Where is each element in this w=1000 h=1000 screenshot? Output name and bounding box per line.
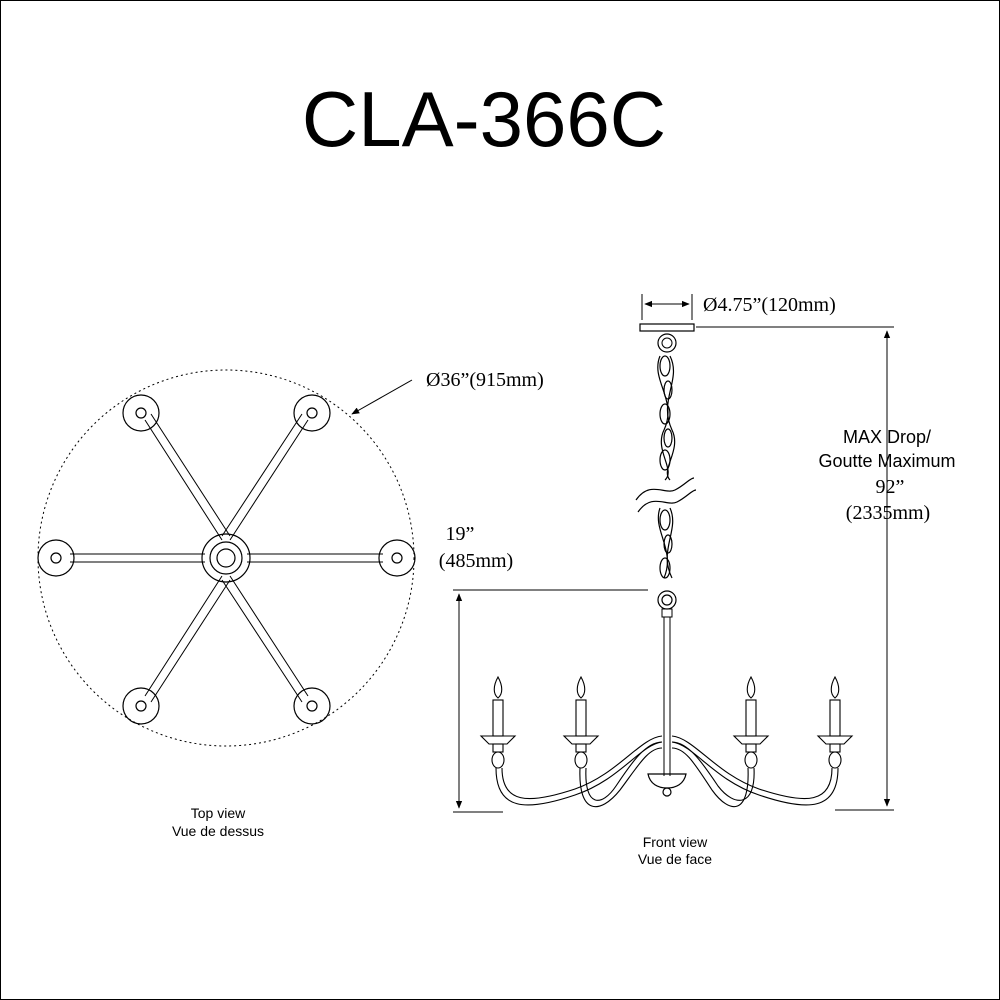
- candle-cup: [732, 675, 770, 769]
- max-drop-inches: 92”: [876, 476, 905, 498]
- top-view-cup: [293, 687, 331, 725]
- top-view-cup: [122, 394, 160, 432]
- model-title: CLA-366C: [302, 75, 666, 163]
- chain: [657, 355, 676, 481]
- top-view-caption-fr: Vue de dessus: [172, 823, 264, 839]
- top-view-diameter-circle: [37, 369, 415, 747]
- diameter-leader-arrow: [351, 379, 413, 415]
- top-view-arms: [70, 413, 383, 703]
- top-view-center-hub: [201, 533, 251, 583]
- candle-cup: [479, 675, 517, 769]
- bottom-finial: [662, 787, 672, 797]
- chain-lower: [657, 507, 677, 610]
- canopy: [639, 323, 695, 332]
- top-view-cup: [122, 687, 160, 725]
- top-view-diameter-label: Ø36”(915mm): [426, 369, 544, 391]
- stem-collar: [661, 608, 673, 618]
- bottom-bowl: [647, 773, 687, 789]
- front-view-caption-en: Front view: [643, 834, 708, 850]
- top-view-cup: [378, 539, 416, 577]
- front-view-caption-fr: Vue de face: [638, 851, 712, 867]
- fixture-height-mm: (485mm): [439, 550, 513, 572]
- canopy-diameter-label: Ø4.75”(120mm): [703, 294, 836, 316]
- max-drop-dimension: [696, 326, 894, 811]
- max-drop-label-en: MAX Drop/: [843, 427, 931, 447]
- candle-cup: [562, 675, 600, 769]
- top-view: [37, 369, 416, 747]
- chain-break-symbol: [635, 477, 697, 513]
- top-view-caption-en: Top view: [191, 805, 246, 821]
- max-drop-mm: (2335mm): [846, 502, 930, 524]
- fixture-height-dimension: [453, 589, 648, 813]
- fixture-height-inches: 19”: [446, 523, 475, 545]
- candle-cup: [816, 675, 854, 769]
- top-view-cup: [293, 394, 331, 432]
- max-drop-label-fr: Goutte Maximum: [818, 451, 955, 471]
- top-view-cup: [37, 539, 75, 577]
- front-view-arms: [495, 735, 839, 808]
- front-view: [453, 294, 894, 813]
